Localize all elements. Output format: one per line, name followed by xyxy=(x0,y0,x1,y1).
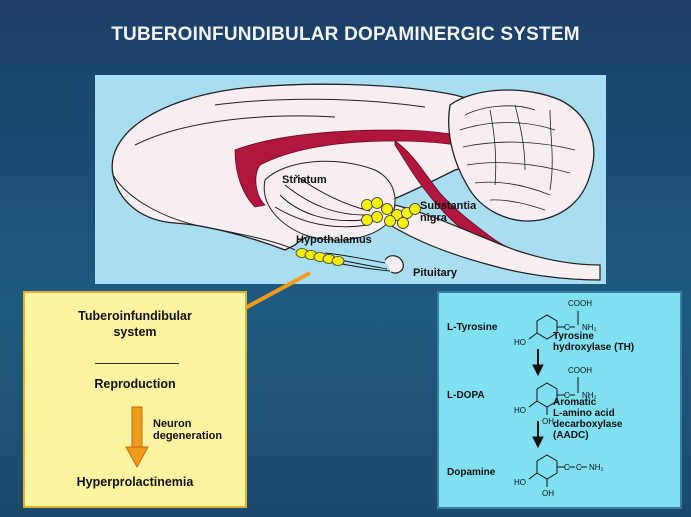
structure-dopa xyxy=(528,377,579,415)
pituitary xyxy=(384,255,404,274)
reproduction-label: Reproduction xyxy=(94,377,176,391)
tuberoinfundibular-line2: system xyxy=(113,325,157,339)
reaction-arrows xyxy=(532,349,544,449)
pathway-box: Tuberoinfundibular system Reproduction N… xyxy=(23,291,247,508)
dopa-oh: OH xyxy=(542,417,554,426)
tyrosine-ho: HO xyxy=(514,338,526,347)
label-substantia-nigra-line2: nigra xyxy=(420,212,447,224)
degeneration-arrow xyxy=(125,406,149,469)
tuberoinfundibular-line1: Tuberoinfundibular xyxy=(78,309,192,323)
hypothalamus-neurons xyxy=(295,248,345,266)
label-striatum: Striatum xyxy=(282,174,327,186)
aadc-line4: (AADC) xyxy=(553,430,589,441)
dopa-nh2: NH₂ xyxy=(582,391,597,400)
tyrosine-nh2: NH₂ xyxy=(582,323,597,332)
brainstem xyxy=(389,204,601,281)
th-line1: Tyrosine xyxy=(553,331,594,342)
dopamine-ho: HO xyxy=(514,478,526,487)
structure-tyrosine xyxy=(528,311,579,340)
structure-dopamine xyxy=(528,454,587,487)
neuron-line1: Neuron xyxy=(153,418,192,430)
cerebellum xyxy=(448,89,595,222)
neuron-line2: degeneration xyxy=(153,430,223,442)
substantia-nigra-neurons xyxy=(361,197,421,229)
neuron-degeneration-label: Neuron degeneration xyxy=(153,418,222,442)
dopa-ho: HO xyxy=(514,406,526,415)
aadc-line3: decarboxylase xyxy=(553,419,623,430)
frontal-base xyxy=(112,174,296,251)
striatum-projections xyxy=(274,174,371,228)
slide-title: TUBEROINFUNDIBULAR DOPAMINERGIC SYSTEM xyxy=(111,24,580,45)
l-tyrosine-label: L-Tyrosine xyxy=(447,322,498,333)
label-substantia-nigra-line1: Substantia xyxy=(420,200,477,212)
hyperprolactinemia-label: Hyperprolactinemia xyxy=(76,475,194,489)
dopamine-oh: OH xyxy=(542,489,554,498)
brain-diagram-panel: Striatum Substantia nigra Hypothalamus P… xyxy=(95,75,606,284)
dopamine-nh2: NH₂ xyxy=(589,463,604,472)
tyrosine-c: C xyxy=(564,323,570,332)
dopa-c: C xyxy=(564,391,570,400)
cortex-fold xyxy=(214,98,426,108)
cortex-fold xyxy=(134,115,336,146)
aadc-line2: L-amino acid xyxy=(553,408,615,419)
l-dopa-label: L-DOPA xyxy=(447,390,485,401)
aadc-line1: Aromatic xyxy=(553,397,597,408)
dopamine-label: Dopamine xyxy=(447,467,496,478)
label-hypothalamus: Hypothalamus xyxy=(296,234,372,246)
synthesis-panel: L-Tyrosine L-DOPA Dopamine COOH C NH₂ HO… xyxy=(437,291,682,509)
cerebellum-folia xyxy=(459,104,576,211)
dopamine-c2: C xyxy=(576,463,582,472)
brain-illustration xyxy=(111,83,601,281)
ventricle xyxy=(234,129,498,208)
th-line2: hydroxylase (TH) xyxy=(553,342,635,353)
divider-line xyxy=(95,363,179,364)
dopa-cooh: COOH xyxy=(568,366,592,375)
label-pituitary: Pituitary xyxy=(413,267,458,279)
chemical-structures xyxy=(528,311,587,487)
tyrosine-cooh: COOH xyxy=(568,299,592,308)
dopamine-c1: C xyxy=(564,463,570,472)
